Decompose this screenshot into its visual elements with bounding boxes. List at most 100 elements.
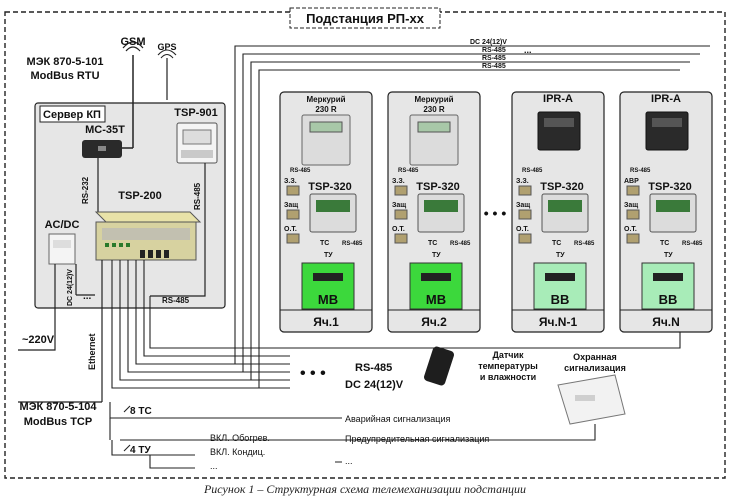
input-label: О.Т.: [624, 226, 637, 233]
mc35-modem-icon: [82, 75, 134, 158]
bus-top-ellipsis: ...: [524, 45, 532, 55]
switch-label: ВВ: [551, 292, 570, 307]
acdc-psu-icon: [48, 233, 76, 265]
switch-slot: [545, 273, 575, 281]
tsp320-controller-icon: [309, 193, 357, 233]
controller-board: [656, 200, 690, 212]
gsm-label: GSM: [120, 36, 145, 48]
controller-label: TSP-320: [540, 181, 583, 193]
input-label: АВР: [624, 178, 639, 185]
tsp901-rs485-label: RS-485: [193, 182, 202, 210]
meter-sub-label: 230 R: [315, 105, 337, 114]
controller-rs485-label: RS-485: [682, 241, 703, 247]
input-contact-icon: [394, 185, 408, 196]
tsp901-device-icon: [176, 122, 218, 164]
switch-box: [409, 262, 463, 310]
switch-slot: [653, 273, 683, 281]
input-label: Защ: [516, 202, 530, 209]
switch-slot: [421, 273, 451, 281]
controller-rs485-label: RS-485: [342, 241, 363, 247]
input-contact-icon: [626, 233, 640, 244]
controller-rs485-label: RS-485: [574, 241, 595, 247]
cell-name: Яч.2: [421, 315, 447, 329]
ty-count-label: 4 ТУ: [130, 445, 151, 456]
protocol-iec101: МЭК 870-5-101: [27, 56, 104, 68]
alarm-more: ...: [345, 456, 353, 466]
tc-label: ТС: [320, 240, 329, 247]
relay-display: [652, 118, 682, 127]
bottom-bus-dc: DC 24(12)V: [345, 379, 404, 391]
controller-label: TSP-320: [308, 181, 351, 193]
input-contact-icon: [286, 185, 300, 196]
ty-label: ТУ: [432, 252, 441, 259]
bus-dc-label: DC 24(12)V: [470, 39, 507, 46]
meter-sub-label: 230 R: [423, 105, 445, 114]
cell-name: Яч.1: [313, 315, 339, 329]
protection-relay-icon: [645, 111, 689, 151]
input-label: Защ: [284, 202, 298, 209]
input-label: З.З.: [284, 178, 297, 185]
bottom-bus-dots: • • •: [300, 365, 326, 382]
security-panel-icon: [557, 374, 626, 425]
server-title-box: [39, 105, 106, 123]
meter-rs485-label: RS-485: [290, 168, 311, 174]
bottom-bus-rs485: RS-485: [355, 362, 392, 374]
input-contact-icon: [518, 185, 532, 196]
meter-label: IPR-A: [651, 93, 681, 105]
meter-label: IPR-A: [543, 93, 573, 105]
server-dc-label: DC 24(12)V: [67, 269, 74, 306]
figure-caption: Рисунок 1 – Структурная схема телемехани…: [203, 482, 527, 496]
meter-label: Меркурий: [306, 95, 345, 104]
ty-label: ТУ: [664, 252, 673, 259]
alarm-arrows: [335, 417, 342, 463]
input-label: Защ: [392, 202, 406, 209]
mc35-label: MC-35T: [85, 124, 125, 136]
switch-label: ВВ: [659, 292, 678, 307]
controller-rs485-label: RS-485: [450, 241, 471, 247]
protection-relay-icon: [537, 111, 581, 151]
controller-board: [424, 200, 458, 212]
input-label: З.З.: [392, 178, 405, 185]
tc-label: ТС: [428, 240, 437, 247]
protocol-modbus-rtu: ModBus RTU: [30, 70, 99, 82]
input-label: О.Т.: [516, 226, 529, 233]
bus-rs485-b: RS-485: [482, 55, 506, 62]
tsp320-controller-icon: [417, 193, 465, 233]
gps-label: GPS: [157, 42, 176, 52]
bus-rs485-c: RS-485: [482, 63, 506, 70]
tsp901-label: TSP-901: [174, 107, 217, 119]
control-conditioner: ВКЛ. Кондиц.: [210, 447, 265, 457]
input-contact-icon: [626, 209, 640, 220]
temperature-humidity-sensor-icon: [424, 346, 454, 386]
tc-label: ТС: [552, 240, 561, 247]
ethernet-label: Ethernet: [87, 333, 97, 370]
switch-box: [301, 262, 355, 310]
tc-label: ТС: [660, 240, 669, 247]
switch-slot: [313, 273, 343, 281]
ty-label: ТУ: [556, 252, 565, 259]
input-contact-icon: [286, 233, 300, 244]
server-dc-dots: ...: [83, 291, 92, 302]
input-label: О.Т.: [284, 226, 297, 233]
gps-antenna-icon: [157, 49, 177, 100]
switch-label: МВ: [318, 292, 338, 307]
tsp200-controller-icon: [94, 211, 202, 261]
protocol-modbus-tcp: ModBus TCP: [24, 416, 92, 428]
input-contact-icon: [394, 209, 408, 220]
input-contact-icon: [394, 233, 408, 244]
ty-label: ТУ: [324, 252, 333, 259]
gsm-antenna-icon: [122, 41, 144, 75]
alarm-emergency: Аварийная сигнализация: [345, 414, 450, 424]
input-label: З.З.: [516, 178, 529, 185]
meter-display: [417, 121, 451, 133]
server-rs485-label: RS-485: [162, 296, 190, 305]
control-heating: ВКЛ. Обогрев.: [210, 433, 270, 443]
bus-rs485-a: RS-485: [482, 47, 506, 54]
input-label: Защ: [624, 202, 638, 209]
meter-rs485-label: RS-485: [630, 168, 651, 174]
